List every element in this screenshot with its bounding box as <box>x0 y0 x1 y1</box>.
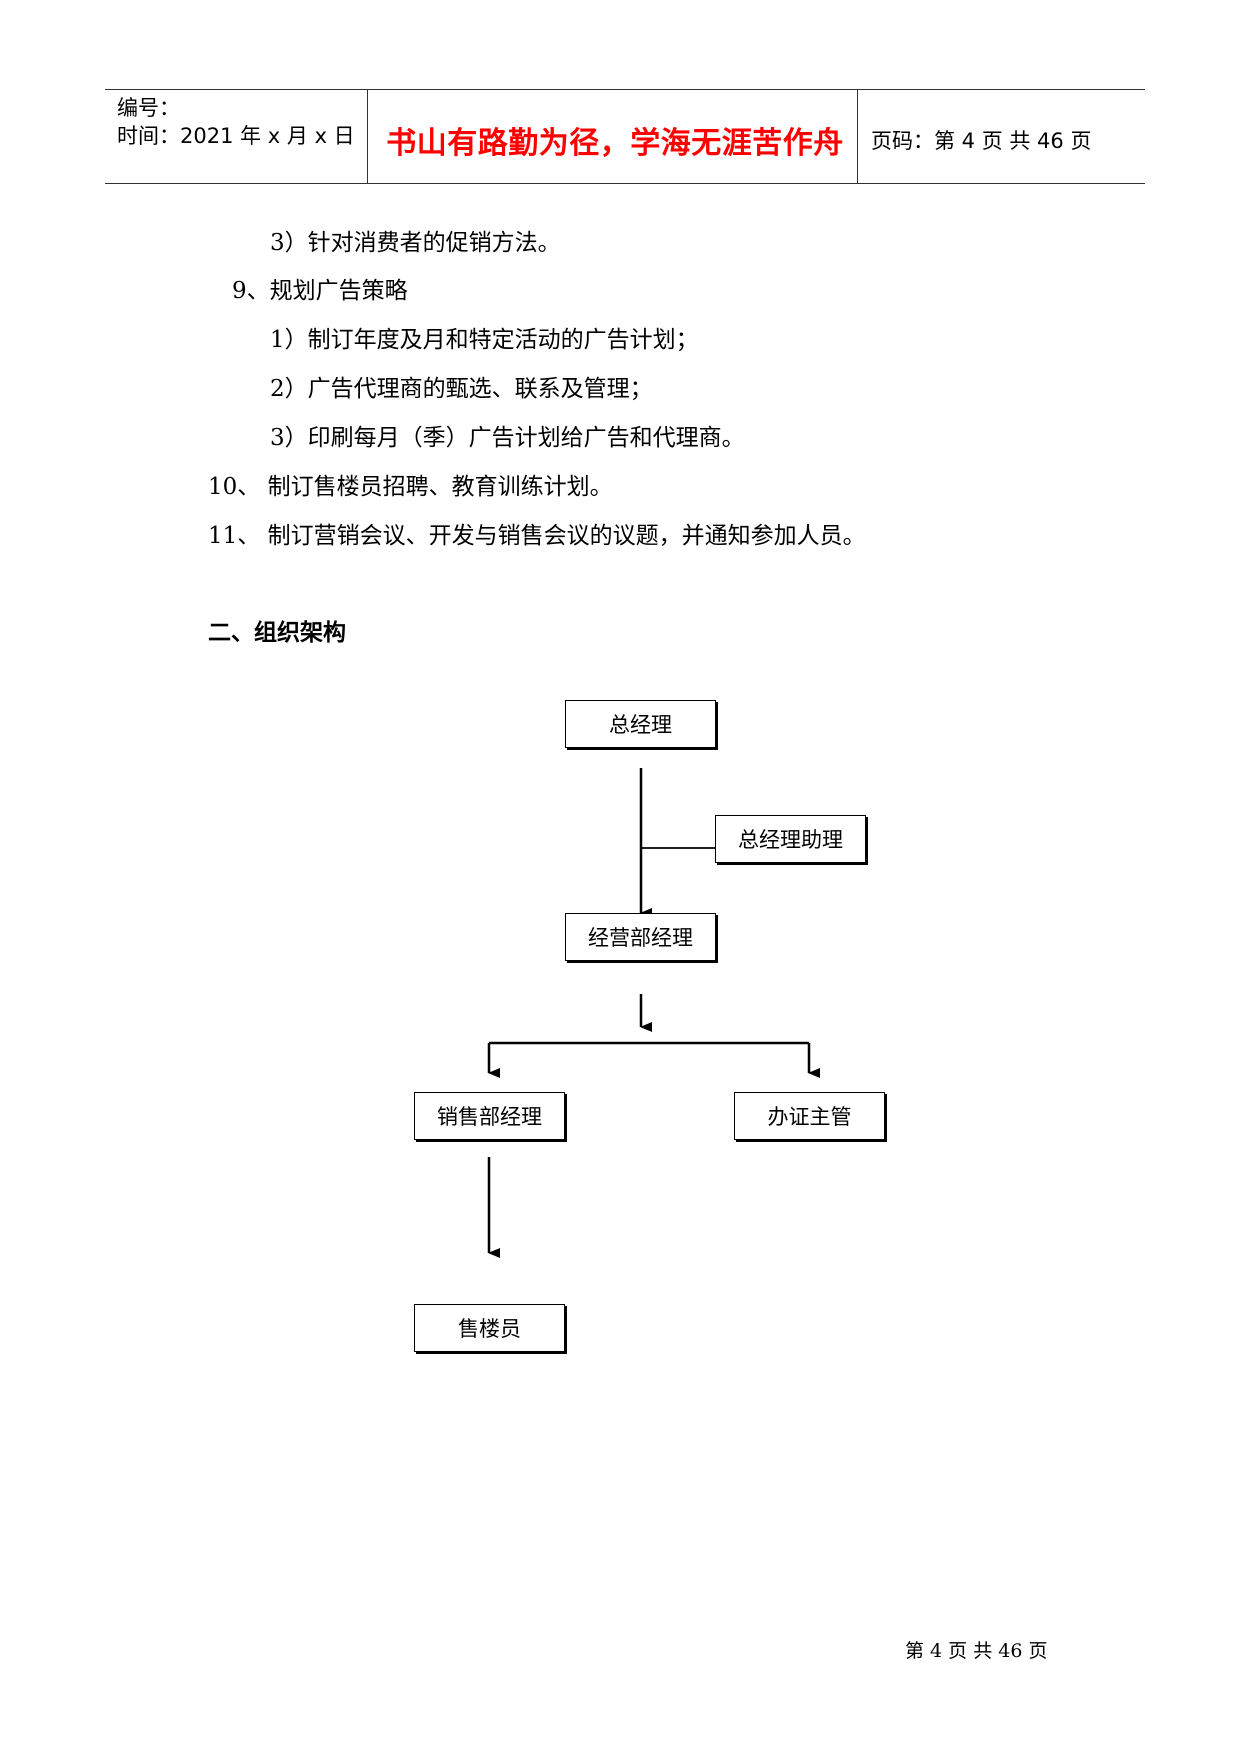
list-item: 11、 制订营销会议、开发与销售会议的议题，并通知参加人员。 <box>208 523 866 549</box>
document-time-label: 时间：2021 年 x 月 x 日 <box>117 124 355 148</box>
header-motto: 书山有路勤为径，学海无涯苦作舟 <box>386 126 844 161</box>
list-item: 10、 制订售楼员招聘、教育训练计划。 <box>208 474 613 500</box>
list-item: 2）广告代理商的甄选、联系及管理； <box>270 376 653 402</box>
list-item: 3）印刷每月（季）广告计划给广告和代理商。 <box>270 425 745 451</box>
org-box-sales-staff: 售楼员 <box>414 1304 565 1352</box>
org-box-operations-manager: 经营部经理 <box>565 913 716 961</box>
header-bottom-rule <box>105 183 1145 184</box>
org-box-certification-supervisor: 办证主管 <box>734 1092 885 1140</box>
list-item: 3）针对消费者的促销方法。 <box>270 230 561 256</box>
org-box-gm-assistant: 总经理助理 <box>715 815 866 863</box>
document-number-label: 编号： <box>117 96 180 120</box>
section-title: 二、组织架构 <box>208 620 346 646</box>
page-footer: 第 4 页 共 46 页 <box>905 1640 1048 1662</box>
list-item: 9、规划广告策略 <box>232 278 408 304</box>
list-item: 1）制订年度及月和特定活动的广告计划； <box>270 327 699 353</box>
header-divider-left <box>367 90 368 184</box>
org-box-sales-manager: 销售部经理 <box>414 1092 565 1140</box>
header-page-label: 页码：第 4 页 共 46 页 <box>871 129 1092 153</box>
org-box-general-manager: 总经理 <box>565 700 716 748</box>
header-divider-right <box>857 90 858 184</box>
header-top-rule <box>105 89 1145 90</box>
